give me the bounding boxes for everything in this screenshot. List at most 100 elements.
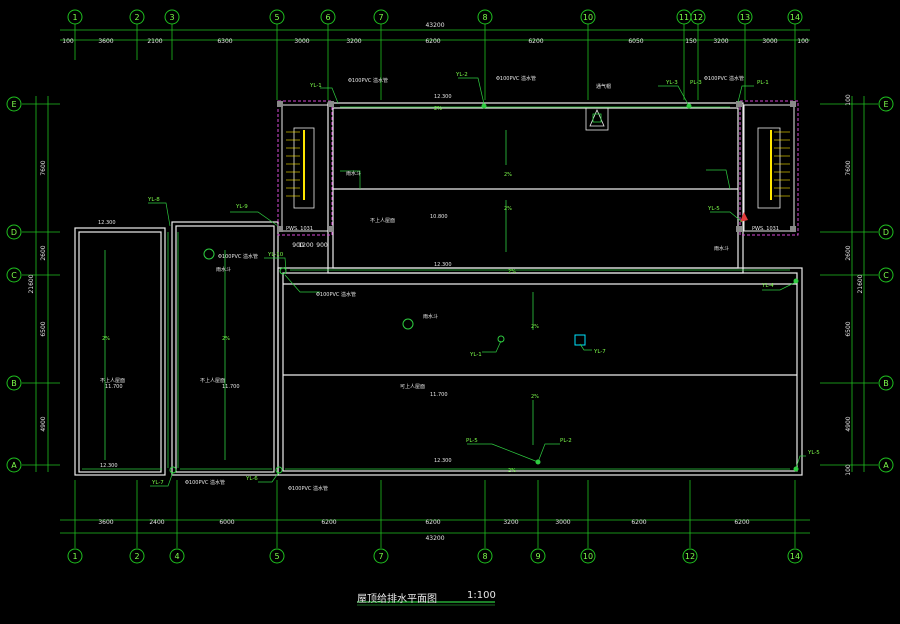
dim-top: 3200 <box>713 38 728 45</box>
dim-bottom: 6200 <box>425 519 440 526</box>
pipe-label: PL-5 <box>466 438 478 444</box>
dim-top: 150 <box>685 38 697 45</box>
pvc-note: Φ100PVC 溢水管 <box>496 75 536 82</box>
dim-right-total: 21600 <box>857 274 864 293</box>
axis-top: 2 <box>134 13 139 22</box>
outlet-note: 雨水斗 <box>216 266 231 273</box>
dim-top-total: 43200 <box>425 22 444 29</box>
dim-left: 2600 <box>40 245 47 260</box>
elevation: 11.700 <box>430 392 448 398</box>
axis-top: 6 <box>325 13 330 22</box>
building-outline <box>74 102 803 476</box>
axis-bottom: 4 <box>174 552 179 561</box>
axis-bottom: 14 <box>790 552 800 561</box>
outlet-note: 雨水斗 <box>423 313 438 320</box>
drains <box>169 103 799 474</box>
leaders <box>148 77 806 487</box>
dim-left: 4900 <box>40 416 47 431</box>
dim-texts: 43200 100 3600 2100 6300 3000 3200 6200 … <box>62 22 809 542</box>
pipe-label: YL-5 <box>807 450 820 456</box>
axis-top: 14 <box>790 13 800 22</box>
axis-bottom: 12 <box>685 552 695 561</box>
axis-top: 8 <box>482 13 487 22</box>
outlet-note: 雨水斗 <box>346 170 361 177</box>
dim-top: 6050 <box>628 38 643 45</box>
dim-top: 2100 <box>147 38 162 45</box>
roof-vent <box>585 107 609 131</box>
title-text: 屋顶给排水平面图 <box>357 594 437 605</box>
columns <box>277 101 796 232</box>
dim-right: 6500 <box>845 321 852 336</box>
slope-label: 2% <box>531 324 539 330</box>
axis-left: E <box>11 100 16 109</box>
pipe-label: PL-1 <box>757 80 769 86</box>
roof-note: 不上人屋面 <box>370 217 395 224</box>
roof-note: 不上人屋面 <box>100 377 125 384</box>
dim-top: 100 <box>797 38 809 45</box>
dim-top: 3200 <box>346 38 361 45</box>
pipe-label: YL-3 <box>665 80 678 86</box>
pipe-label: YL-2 <box>455 72 468 78</box>
slope-label: 2% <box>434 106 442 112</box>
pipe-label: YL-7 <box>151 480 164 486</box>
axis-top: 1 <box>72 13 77 22</box>
slope-label: 2% <box>222 336 230 342</box>
grid-lines <box>22 24 878 548</box>
pf-note: PWS. 1031 <box>752 226 779 232</box>
dim-bottom: 6200 <box>631 519 646 526</box>
axis-right: B <box>883 379 889 388</box>
axis-right: E <box>883 100 888 109</box>
elevation: 12.300 <box>434 458 452 464</box>
pvc-note: Φ100PVC 溢水管 <box>316 291 356 298</box>
dim-bottom: 3000 <box>555 519 570 526</box>
axis-left: A <box>11 461 17 470</box>
pipe-label: YL-7 <box>593 349 606 355</box>
elevation: 12.300 <box>98 220 116 226</box>
slope-label: 2% <box>531 394 539 400</box>
elevation: 12.300 <box>434 262 452 268</box>
fire-icon <box>740 212 748 222</box>
slope-label: 2% <box>102 336 110 342</box>
drawing-title <box>357 601 495 606</box>
dim-stair: 900 <box>292 242 304 249</box>
slope-labels: 2% 2% 2% 2% 2% 2% 2% 2% 2% <box>102 106 539 474</box>
exhaust-note: 通气帽 <box>596 83 611 90</box>
slope-arrows <box>82 106 790 470</box>
dim-right: 2600 <box>845 245 852 260</box>
dim-bottom-total: 43200 <box>425 535 444 542</box>
dim-top: 3000 <box>294 38 309 45</box>
pvc-note: Φ100PVC 溢水管 <box>185 479 225 486</box>
pf-note: PWS. 1031 <box>286 226 313 232</box>
axis-labels: 1 2 3 5 6 7 8 10 11 12 13 14 1 2 4 5 7 8… <box>11 13 889 561</box>
pipe-label: YL-4 <box>761 283 774 289</box>
dim-left: 6500 <box>40 321 47 336</box>
dim-bottom: 3600 <box>98 519 113 526</box>
slope-label: 2% <box>504 206 512 212</box>
axis-right: A <box>883 461 889 470</box>
axis-top: 11 <box>679 13 689 22</box>
axis-bottom: 1 <box>72 552 77 561</box>
dim-bottom: 6000 <box>219 519 234 526</box>
dim-bottom: 6200 <box>321 519 336 526</box>
axis-bottom: 2 <box>134 552 139 561</box>
pipe-label: YL-8 <box>147 197 160 203</box>
stair-core-right <box>739 100 799 236</box>
pipe-label: YL-6 <box>245 476 258 482</box>
elevation: 10.800 <box>430 214 448 220</box>
slope-label: 2% <box>508 468 516 474</box>
pvc-note: Φ100PVC 溢水管 <box>218 253 258 260</box>
slope-label: 2% <box>504 172 512 178</box>
stair-core-left <box>277 100 333 236</box>
pipe-label: YL-1 <box>309 83 322 89</box>
pipe-label: PL-2 <box>560 438 572 444</box>
pipe-label: YL-9 <box>235 204 248 210</box>
axis-top: 3 <box>169 13 174 22</box>
pipe-label: PL-3 <box>690 80 702 86</box>
dim-right: 4900 <box>845 416 852 431</box>
elevation: 11.700 <box>222 384 240 390</box>
dim-stair: 900 <box>316 242 328 249</box>
pvc-note: Φ100PVC 溢水管 <box>288 485 328 492</box>
axis-top: 7 <box>378 13 383 22</box>
axis-top: 13 <box>740 13 750 22</box>
